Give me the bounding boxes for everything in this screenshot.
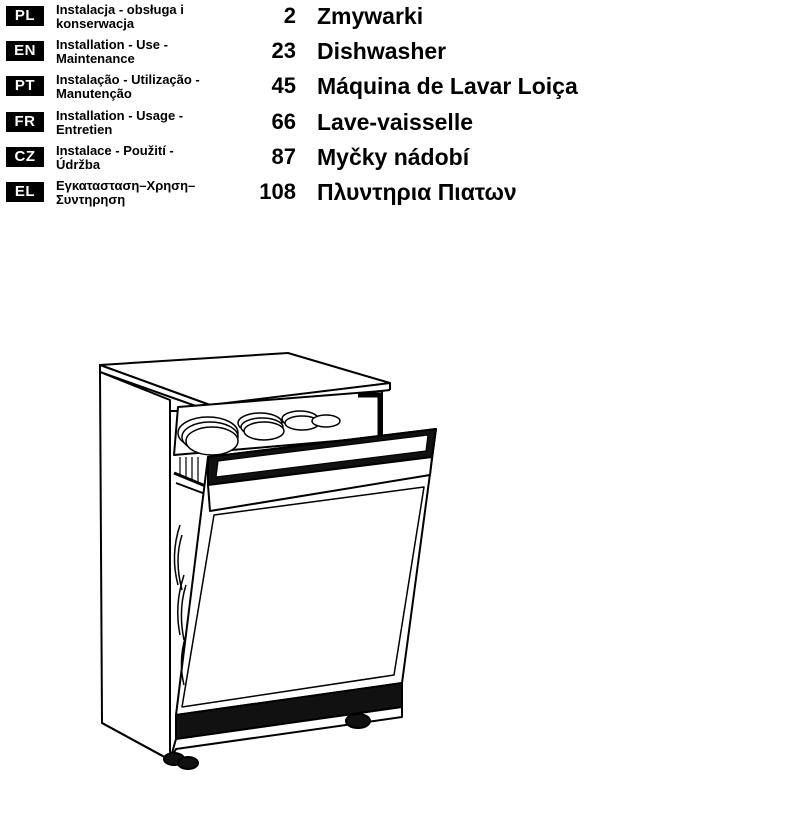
door-frame — [181, 486, 425, 708]
toc-row-en[interactable]: EN Installation - Use - Maintenance 23 D… — [6, 35, 806, 69]
page-number-pt: 45 — [271, 73, 296, 98]
section-description-pt: Instalação - Utilização - Manutenção — [56, 73, 256, 101]
toc-row-cz[interactable]: CZ Instalace - Použití - Údržba 87 Myčky… — [6, 141, 806, 175]
description-line: Maintenance — [56, 51, 135, 66]
side-panel — [99, 371, 171, 761]
description-line: Údržba — [56, 157, 101, 172]
section-description-cz: Instalace - Použití - Údržba — [56, 144, 256, 172]
description-line: Instalacja - obsługa i — [56, 2, 184, 17]
rear-wheel — [177, 756, 199, 770]
description-line: Instalação - Utilização - — [56, 72, 200, 87]
section-description-el: Εγκατασταση–Χρηση– Συντηρηση — [56, 179, 256, 207]
section-description-pl: Instalacja - obsługa i konserwacja — [56, 3, 256, 31]
language-badge-el: EL — [6, 182, 44, 202]
product-title-cz: Myčky nádobí — [317, 144, 470, 170]
description-line: Εγκατασταση–Χρηση– — [56, 178, 196, 193]
language-badge-pl: PL — [6, 6, 44, 26]
language-badge-cz: CZ — [6, 147, 44, 167]
section-description-fr: Installation - Usage - Entretien — [56, 109, 256, 137]
product-title-el: Πλυντηρια Πιατων — [317, 179, 517, 205]
dishwasher-drawing — [99, 352, 437, 770]
description-line: Installation - Usage - — [56, 108, 184, 123]
lower-rack-plates — [173, 524, 187, 686]
product-title-pt: Máquina de Lavar Loiça — [317, 73, 578, 99]
description-line: Manutenção — [56, 86, 132, 101]
description-line: Entretien — [56, 122, 113, 137]
page-number-en: 23 — [271, 38, 296, 63]
upper-rack-plates — [177, 410, 341, 456]
toc-row-fr[interactable]: FR Installation - Usage - Entretien 66 L… — [6, 106, 806, 140]
description-line: konserwacja — [56, 16, 135, 31]
product-title-fr: Lave-vaisselle — [317, 109, 474, 135]
product-title-en: Dishwasher — [317, 38, 447, 64]
page-number-pl: 2 — [283, 3, 296, 28]
toc-row-pl[interactable]: PL Instalacja - obsługa i konserwacja 2 … — [6, 0, 806, 34]
language-badge-en: EN — [6, 41, 44, 61]
toc-row-el[interactable]: EL Εγκατασταση–Χρηση– Συντηρηση 108 Πλυν… — [6, 176, 806, 210]
page-number-el: 108 — [259, 179, 296, 204]
page-number-cz: 87 — [271, 144, 296, 169]
description-line: Instalace - Použití - — [56, 143, 174, 158]
section-description-en: Installation - Use - Maintenance — [56, 38, 256, 66]
toc-row-pt[interactable]: PT Instalação - Utilização - Manutenção … — [6, 70, 806, 104]
language-badge-fr: FR — [6, 112, 44, 132]
language-badge-pt: PT — [6, 76, 44, 96]
dishwasher-illustration — [90, 345, 450, 775]
description-line: Installation - Use - — [56, 37, 168, 52]
description-line: Συντηρηση — [56, 192, 126, 207]
product-title-pl: Zmywarki — [317, 3, 424, 29]
page-number-fr: 66 — [271, 109, 296, 134]
right-wheel — [345, 713, 371, 729]
